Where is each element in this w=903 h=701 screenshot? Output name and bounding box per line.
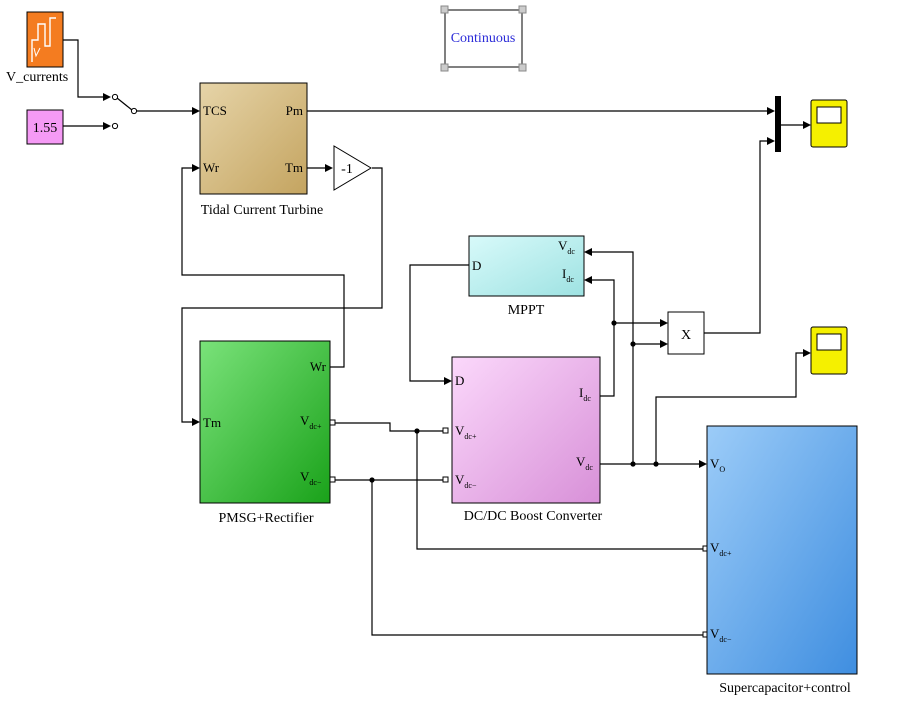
wires [63, 39, 811, 638]
gain-block[interactable]: -1 [333, 145, 372, 191]
port-tm-out: Tm [285, 160, 303, 175]
product-block[interactable]: X [667, 311, 705, 355]
svg-text:VO: VO [710, 456, 725, 474]
boost-label: DC/DC Boost Converter [464, 509, 603, 524]
mux-block[interactable] [775, 96, 781, 152]
wire-vdc-scope2[interactable] [655, 352, 804, 464]
svg-text:Vdc−: Vdc− [455, 472, 477, 490]
boost-port-vdc: V [576, 454, 586, 469]
wire-vdcplus[interactable] [334, 422, 446, 432]
manual-switch[interactable] [111, 93, 138, 130]
v-currents-block[interactable]: V_currents [6, 11, 68, 85]
svg-text:Vdc−: Vdc− [300, 469, 322, 487]
pmsg-label: PMSG+Rectifier [219, 511, 314, 526]
svg-text:Idc: Idc [579, 385, 591, 403]
pmsg-port-vdcp-sub: dc+ [309, 422, 322, 431]
wire-idc-mppt[interactable] [591, 279, 615, 397]
signal-waveform-icon [31, 17, 56, 62]
pmsg-port-vdcn: V [300, 469, 310, 484]
scope-1[interactable] [810, 99, 848, 148]
mppt-label: MPPT [508, 303, 545, 318]
constant-block[interactable]: 1.55 [26, 109, 64, 145]
scope-screen-icon [816, 106, 842, 124]
mppt-port-d: D [472, 258, 481, 273]
svg-text:Vdc−: Vdc− [710, 626, 732, 644]
wire-vdc-mppt[interactable] [591, 251, 634, 464]
sc-port-vo: V [710, 456, 720, 471]
svg-text:Vdc+: Vdc+ [455, 423, 477, 441]
boost-port-vdcn: V [455, 472, 465, 487]
svg-text:Vdc: Vdc [558, 238, 575, 256]
wire-vcurrents-switch[interactable] [63, 39, 103, 98]
pmsg-port-wr: Wr [310, 359, 327, 374]
mppt-port-vdc: V [558, 238, 568, 253]
port-tcs: TCS [203, 103, 227, 118]
svg-text:Idc: Idc [562, 266, 574, 284]
wire-wr-feedback[interactable] [181, 167, 345, 368]
constant-value: 1.55 [33, 121, 58, 136]
svg-text:Vdc: Vdc [576, 454, 593, 472]
boost-port-vdc-sub: dc [585, 463, 593, 472]
powergui-block[interactable]: Continuous [440, 5, 527, 72]
supercap-label: Supercapacitor+control [719, 681, 851, 696]
sc-port-vdcn: V [710, 626, 720, 641]
boost-port-vdcn-sub: dc− [464, 481, 477, 490]
solver-label: Continuous [451, 31, 516, 46]
wire-supercap-vdcplus[interactable] [416, 431, 706, 550]
product-symbol: X [681, 328, 691, 343]
wire-product-mux[interactable] [704, 140, 768, 334]
boost-port-idc: I [579, 385, 583, 400]
wire-mppt-boost-d[interactable] [409, 264, 469, 382]
gain-value: -1 [341, 162, 353, 177]
boost-port-idc-sub: dc [583, 394, 591, 403]
mppt-block[interactable]: D Vdc Idc MPPT [468, 235, 585, 318]
pmsg-port-vdcp: V [300, 413, 310, 428]
turbine-label: Tidal Current Turbine [201, 203, 323, 218]
svg-text:Vdc+: Vdc+ [710, 540, 732, 558]
pmsg-rectifier-block[interactable]: Tm Wr Vdc+ Vdc− PMSG+Rectifier [199, 340, 336, 526]
tidal-turbine-block[interactable]: TCS Wr Pm Tm Tidal Current Turbine [199, 82, 323, 218]
mppt-port-vdc-sub: dc [567, 247, 575, 256]
boost-converter-block[interactable]: D Vdc+ Vdc− Idc Vdc DC/DC Boost Converte… [451, 356, 603, 524]
v-currents-label: V_currents [6, 70, 68, 85]
port-wr-in: Wr [203, 160, 220, 175]
scope-screen-icon [816, 333, 842, 351]
sc-port-vdcp: V [710, 540, 720, 555]
scope-2[interactable] [810, 326, 848, 375]
sc-port-vdcp-sub: dc+ [719, 549, 732, 558]
mppt-port-idc: I [562, 266, 566, 281]
port-pm: Pm [286, 103, 303, 118]
boost-port-vdcp: V [455, 423, 465, 438]
mppt-port-idc-sub: dc [566, 275, 574, 284]
boost-port-vdcp-sub: dc+ [464, 432, 477, 441]
sc-port-vo-sub: O [719, 465, 725, 474]
wire-gain-pmsg[interactable] [181, 167, 383, 423]
sc-port-vdcn-sub: dc− [719, 635, 732, 644]
pmsg-port-vdcn-sub: dc− [309, 478, 322, 487]
supercapacitor-block[interactable]: VO Vdc+ Vdc− Supercapacitor+control [706, 425, 858, 696]
svg-text:Vdc+: Vdc+ [300, 413, 322, 431]
pmsg-port-tm: Tm [203, 415, 221, 430]
wire-supercap-vdcminus[interactable] [371, 480, 706, 636]
boost-port-d: D [455, 373, 464, 388]
